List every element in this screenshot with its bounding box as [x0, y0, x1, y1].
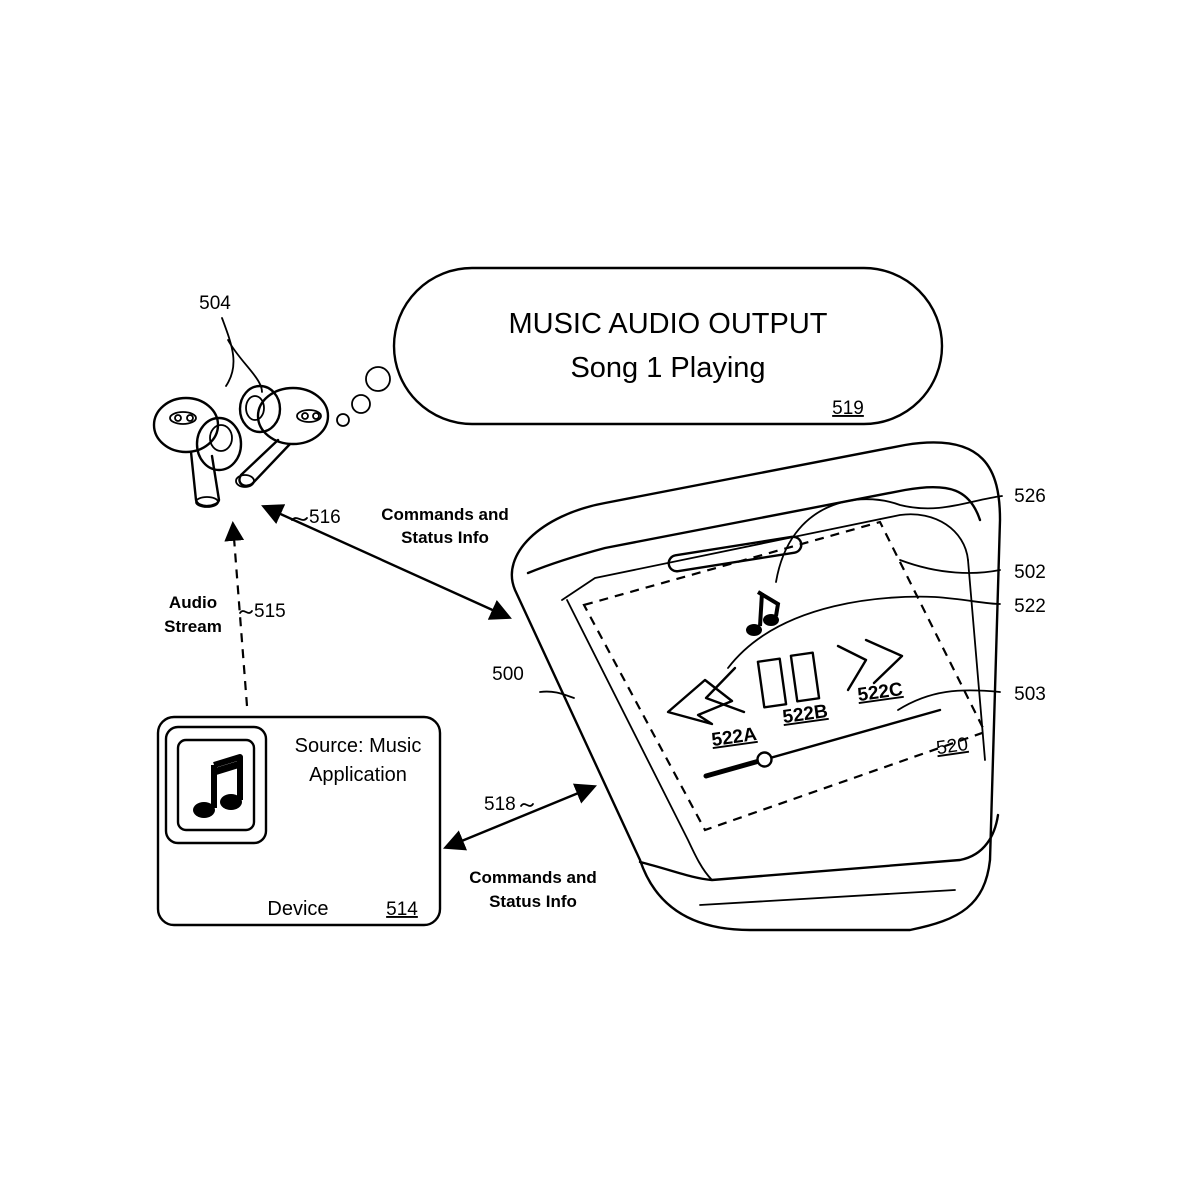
device-ref: 514 [386, 899, 418, 920]
charging-case: 522A 522B 522C 520 [510, 441, 1003, 932]
thought-dot-small [336, 413, 350, 427]
device-source-line2: Application [309, 764, 407, 786]
ref-515: 515 [254, 601, 286, 622]
case-outer [510, 441, 1002, 932]
bubble-outline [392, 266, 944, 426]
scrubber-knob[interactable] [756, 751, 773, 768]
ref-squiggle-515 [239, 610, 253, 614]
forward-ref: 522C [856, 679, 904, 706]
label-516-line1: Commands and [381, 505, 509, 524]
case-ref-522: 522 [1014, 596, 1046, 617]
lid-edge [561, 513, 969, 601]
link-device-case: 518 Commands and Status Info [443, 783, 597, 911]
rewind-ref: 522A [710, 724, 758, 751]
ref-squiggle-518 [520, 803, 534, 807]
link-device-earbuds: 515 Audio Stream [164, 521, 286, 707]
bubble-subtitle: Song 1 Playing [570, 352, 765, 384]
device-outline [156, 715, 442, 927]
label-515-line1: Audio [169, 593, 217, 612]
earbuds-leader-1 [221, 317, 235, 387]
bidirectional-arrow-518 [443, 783, 597, 851]
bidirectional-arrow-516 [261, 504, 512, 620]
pause-ref: 522B [781, 701, 829, 728]
music-app-icon [164, 725, 268, 845]
device-label: Device [267, 898, 328, 920]
scrubber-progress [703, 757, 767, 779]
forward-button[interactable] [836, 638, 904, 692]
ref-518: 518 [484, 794, 516, 815]
leader-500 [539, 690, 575, 699]
music-output-bubble: MUSIC AUDIO OUTPUT Song 1 Playing 519 [336, 266, 944, 427]
pause-button[interactable] [756, 651, 821, 709]
label-515-line2: Stream [164, 617, 222, 636]
body-seam-bottom [638, 813, 1000, 882]
ref-516: 516 [309, 507, 341, 528]
front-left-seam [566, 599, 713, 881]
label-516-line2: Status Info [401, 528, 489, 547]
case-ref-500: 500 [492, 664, 524, 685]
earbuds-leader-2 [227, 339, 263, 393]
lid-seam-top [526, 485, 982, 575]
leader-502 [899, 559, 1001, 574]
case-ref-526: 526 [1014, 486, 1046, 507]
leader-526 [775, 495, 1003, 583]
status-light-pill [667, 535, 803, 573]
leader-503 [897, 689, 1001, 711]
bubble-title: MUSIC AUDIO OUTPUT [508, 308, 827, 340]
rewind-button[interactable] [666, 666, 746, 726]
earbuds: 504 [152, 293, 330, 508]
now-playing-note-icon [746, 590, 781, 636]
earbuds-ref: 504 [199, 293, 231, 314]
leader-522 [727, 595, 1001, 669]
thought-dot-large [365, 366, 391, 392]
right-earbud [235, 384, 330, 488]
label-518-line2: Status Info [489, 892, 577, 911]
case-ref-503: 503 [1014, 684, 1046, 705]
front-right-seam [967, 559, 986, 761]
display-ref: 520 [935, 734, 969, 759]
left-earbud [152, 396, 243, 508]
device: Source: Music Application Device 514 [156, 715, 442, 927]
ref-squiggle-516 [291, 517, 308, 521]
body-base-line [699, 889, 956, 906]
label-518-line1: Commands and [469, 868, 597, 887]
thought-dot-medium [351, 394, 371, 414]
link-earbuds-case: 516 Commands and Status Info [261, 504, 512, 620]
case-ref-502: 502 [1014, 562, 1046, 583]
bubble-ref: 519 [832, 398, 864, 419]
device-source-line1: Source: Music [295, 735, 422, 757]
audio-stream-arrow-515 [224, 521, 249, 707]
